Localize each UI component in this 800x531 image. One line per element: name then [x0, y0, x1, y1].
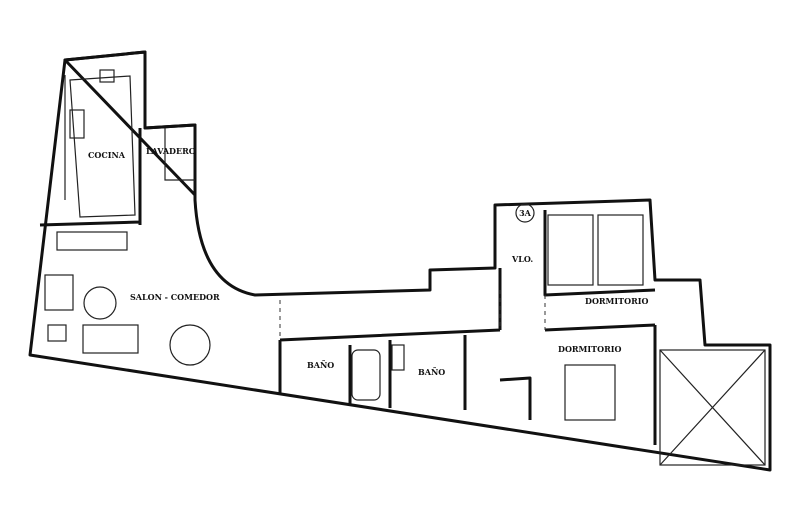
- label-dormitorio-2: DORMITORIO: [558, 344, 621, 354]
- terrace: [659, 349, 766, 466]
- unit-badge: 3A: [519, 208, 532, 218]
- bed-double: [564, 364, 616, 421]
- side-table: [47, 324, 67, 342]
- dorm-walls: [499, 210, 657, 445]
- sofa: [82, 324, 139, 354]
- lavadero-wall: [164, 128, 195, 181]
- label-vestibulo: VLO.: [511, 254, 533, 264]
- bathtub-2: [391, 344, 405, 371]
- kitchen-counter: [64, 75, 136, 218]
- label-salon-comedor: SALON - COMEDOR: [130, 292, 220, 302]
- sink-icon: [99, 69, 115, 83]
- sideboard: [56, 231, 128, 251]
- label-lavadero: LAVADERO: [146, 146, 196, 156]
- dashed-openings: [279, 290, 546, 340]
- exterior-wall-path: [28, 50, 772, 472]
- bed-twin-2: [597, 214, 644, 286]
- kitchen-wall: [39, 128, 142, 227]
- unit-badge-circle: [515, 203, 535, 223]
- label-dormitorio-1: DORMITORIO: [585, 296, 648, 306]
- round-rug: [83, 286, 117, 320]
- stove-icon: [69, 109, 85, 139]
- dining-table: [169, 324, 211, 366]
- label-bano-1: BAÑO: [307, 360, 334, 370]
- bathtub-1: [351, 349, 381, 401]
- terrace-cross: [659, 349, 766, 466]
- label-bano-2: BAÑO: [418, 367, 445, 377]
- label-cocina: COCINA: [88, 150, 126, 160]
- bath-walls: [278, 268, 502, 410]
- armchair: [44, 274, 74, 311]
- bed-twin-1: [547, 214, 594, 286]
